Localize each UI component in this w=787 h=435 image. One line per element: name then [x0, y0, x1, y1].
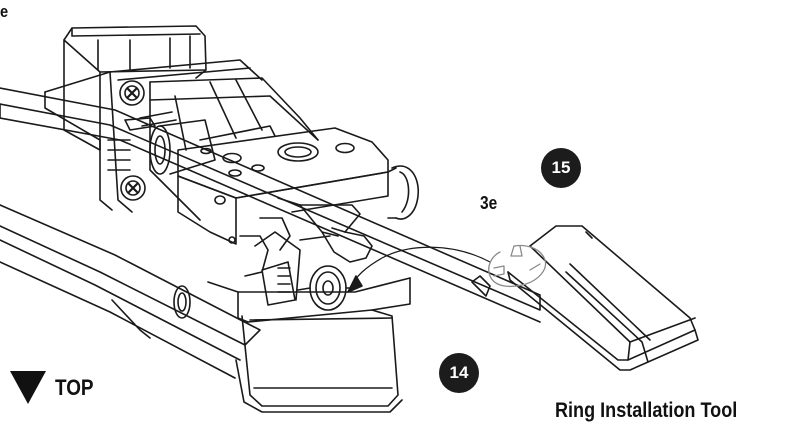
bottom-housing — [207, 277, 411, 413]
ring-installation-tool — [471, 225, 699, 371]
arrow-head — [347, 275, 363, 293]
side-plate — [44, 59, 263, 213]
top-direction-icon — [10, 371, 46, 404]
step-badge-14: 14 — [439, 353, 479, 393]
retaining-ring — [488, 244, 547, 288]
rail — [0, 87, 541, 379]
step-3e-label: 3e — [480, 193, 498, 213]
carriage — [177, 125, 389, 245]
ring-installation-tool-label: Ring Installation Tool — [555, 399, 738, 422]
connector-curve — [349, 246, 491, 289]
step-badge-15: 15 — [541, 148, 581, 188]
step-fragment-label: e — [0, 2, 9, 21]
linear-slide — [139, 77, 319, 221]
screw-icon — [120, 175, 146, 201]
gear — [297, 265, 357, 311]
screw-icon — [119, 80, 145, 106]
latch-arm — [259, 197, 373, 263]
top-label: TOP — [55, 375, 94, 400]
roller — [387, 165, 419, 220]
motor-block — [63, 25, 207, 151]
inner-bracket — [228, 231, 301, 306]
